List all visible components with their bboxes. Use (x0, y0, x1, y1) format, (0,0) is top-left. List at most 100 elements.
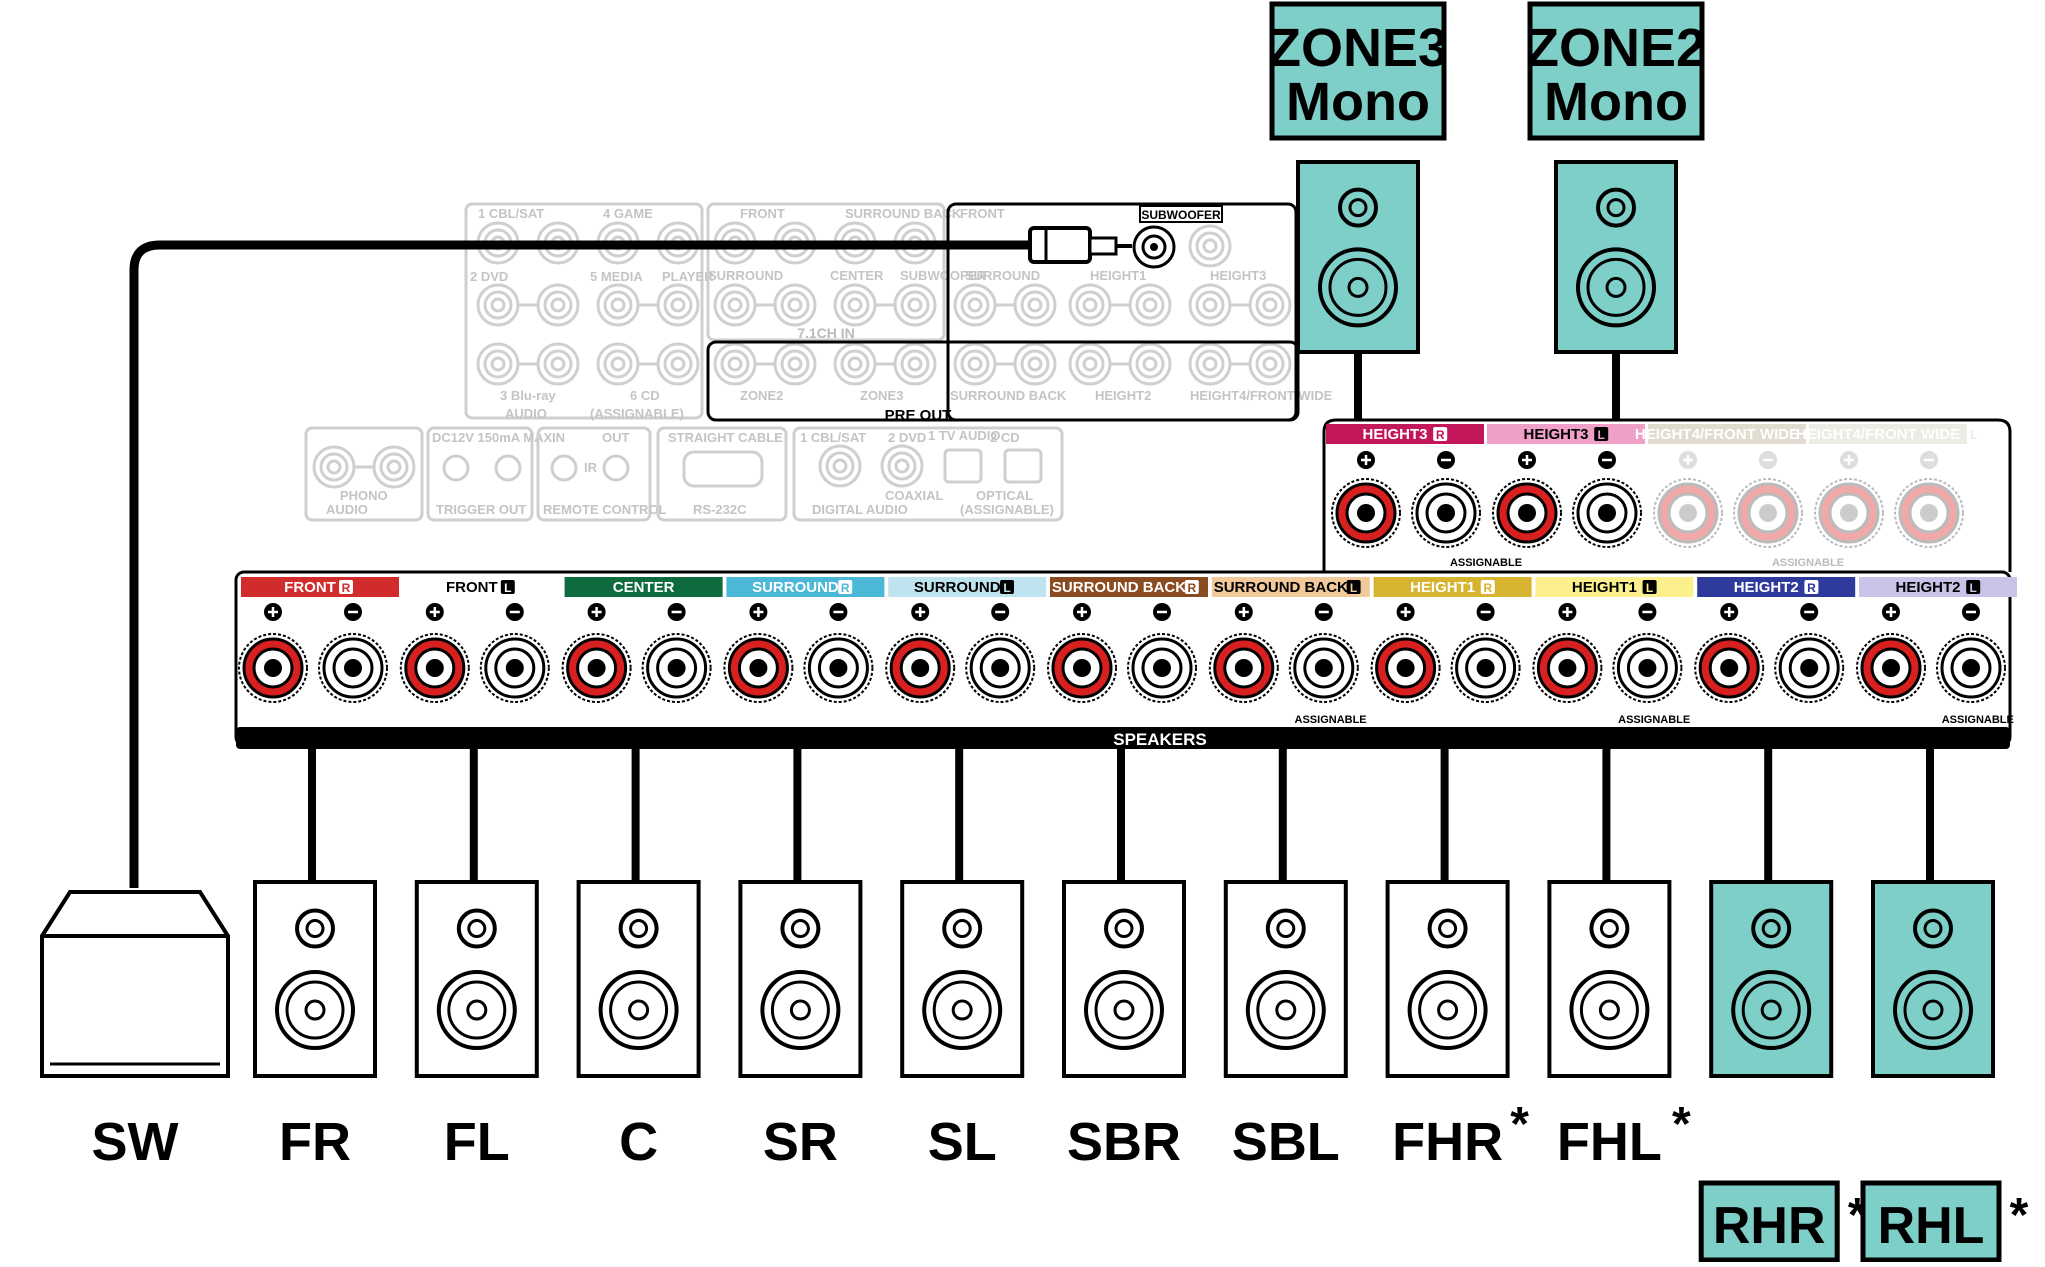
jack-71-surround-r (713, 283, 757, 327)
speaker-c (576, 880, 701, 1078)
negative-terminal-0 (318, 633, 388, 703)
terminal-pair-side-letter: R (1187, 581, 1196, 595)
plus-sign-0 (264, 603, 282, 621)
positive-terminal-7 (1370, 633, 1441, 703)
terminal-pair-side-box (1346, 580, 1361, 594)
terminal-pair-label-text: HEIGHT1 (1572, 579, 1637, 596)
terminal-pair-side-letter: R (342, 581, 351, 595)
negative-terminal-6 (1288, 633, 1359, 703)
upper-pair-side-box (1594, 427, 1609, 441)
plus-sign-2 (587, 603, 606, 621)
upper-minus-1 (1598, 451, 1616, 469)
audio-in-block (464, 202, 704, 420)
upper-positive-3 (1814, 478, 1884, 548)
terminal-pair-side-box (1966, 580, 1981, 594)
upper-plus-1 (1518, 451, 1536, 469)
negative-terminal-2 (641, 633, 712, 703)
plus-sign-9 (1720, 603, 1739, 621)
faint-label-bluray: 3 Blu-ray (500, 388, 556, 403)
upper-pair-side-box (1433, 427, 1448, 441)
faint-label-front: FRONT (740, 206, 785, 221)
plus-sign-7 (1396, 603, 1415, 621)
assignable-label-main-1: ASSIGNABLE (1618, 714, 1690, 726)
coax-jack-2 (880, 444, 924, 488)
terminal-pair-side-box (1480, 580, 1495, 594)
upper-pair-side-letter: L (1970, 428, 1977, 442)
terminal-pair-side-box (339, 580, 353, 594)
faint-label-cd_short: 2 CD (990, 430, 1020, 445)
minus-sign-2 (667, 603, 686, 621)
speaker-label-sr: SR (763, 1112, 838, 1172)
speaker-rhl (1871, 880, 1995, 1078)
jack-dvd-l (536, 283, 580, 327)
jack-dvd-r (476, 283, 520, 327)
upper-positive-1 (1492, 478, 1562, 548)
asterisk-mark: * (1510, 1098, 1529, 1151)
faint-label-height4_fw: HEIGHT4/FRONT WIDE (1190, 388, 1333, 403)
assignable-label-upper-2: ASSIGNABLE (1772, 557, 1844, 569)
faint-label-cd: 6 CD (630, 388, 660, 403)
subwoofer-cable (129, 240, 1030, 888)
zone-speaker-zone3 (1296, 160, 1420, 354)
faint-label-out: OUT (602, 430, 630, 445)
minus-sign-0 (344, 603, 362, 621)
zone-label-box (1269, 1, 1447, 141)
speaker-sbr (1062, 880, 1186, 1078)
speaker-label-sl: SL (928, 1112, 997, 1172)
jack-pre-height3-l (1248, 283, 1292, 327)
jack-71-center-l (893, 283, 937, 327)
upper-plus-3 (1840, 451, 1858, 469)
jack-phono-l (372, 445, 416, 489)
faint-label-dvd: 2 DVD (470, 269, 508, 284)
upper-positive-0 (1331, 478, 1401, 548)
faint-label-center: CENTER (830, 268, 884, 283)
jack-pre-height3-r (1188, 283, 1232, 327)
upper-positive-2 (1653, 478, 1723, 548)
terminal-pair-label-text: SURROUND (914, 579, 1001, 596)
speaker-fhl (1547, 880, 1672, 1078)
rs232-block (656, 426, 788, 522)
positive-terminal-9 (1694, 633, 1765, 703)
plus-sign-4 (911, 603, 930, 621)
jack-pre-surround-r (953, 283, 997, 327)
asterisk-mark: * (2010, 1189, 2029, 1242)
jack-pre-height2-l (1128, 342, 1172, 386)
faint-label-straight_cable: STRAIGHT CABLE (668, 430, 783, 445)
plus-sign-5 (1073, 603, 1091, 621)
speaker-label-fr: FR (279, 1112, 351, 1172)
positive-terminal-2 (561, 633, 632, 703)
faint-label-media: 5 MEDIA (590, 269, 643, 284)
speaker-label-box-rhl (1860, 1180, 2002, 1263)
negative-terminal-9 (1774, 633, 1845, 703)
plus-sign-8 (1558, 603, 1577, 621)
terminal-pair-side-box (1642, 580, 1657, 594)
upper-pair-side-box (1966, 427, 1981, 441)
speaker-label-fl: FL (444, 1112, 510, 1172)
faint-label-height3: HEIGHT3 (1210, 268, 1266, 283)
upper-pair-side-letter: R (1436, 428, 1445, 442)
optical-port-2 (1003, 448, 1043, 484)
terminal-pair-side-letter: L (1646, 581, 1653, 595)
jack-cd-r (596, 342, 640, 386)
upper-negative-3 (1894, 478, 1964, 548)
positive-terminal-6 (1208, 633, 1279, 703)
speaker-label-box-rhr (1698, 1180, 1840, 1263)
negative-terminal-4 (965, 633, 1036, 703)
terminal-pair-side-letter: R (841, 581, 850, 595)
speaker-label-sbl: SBL (1232, 1112, 1340, 1172)
speaker-label-rhr: RHR (1713, 1197, 1826, 1255)
speaker-label-rhl: RHL (1878, 1197, 1985, 1255)
jack-pre-h4fw-r (1188, 342, 1232, 386)
faint-label-audio_in: AUDIO (505, 406, 547, 421)
rca-plug-icon (1028, 226, 1132, 264)
zone-name: ZONE3 (1268, 18, 1448, 78)
